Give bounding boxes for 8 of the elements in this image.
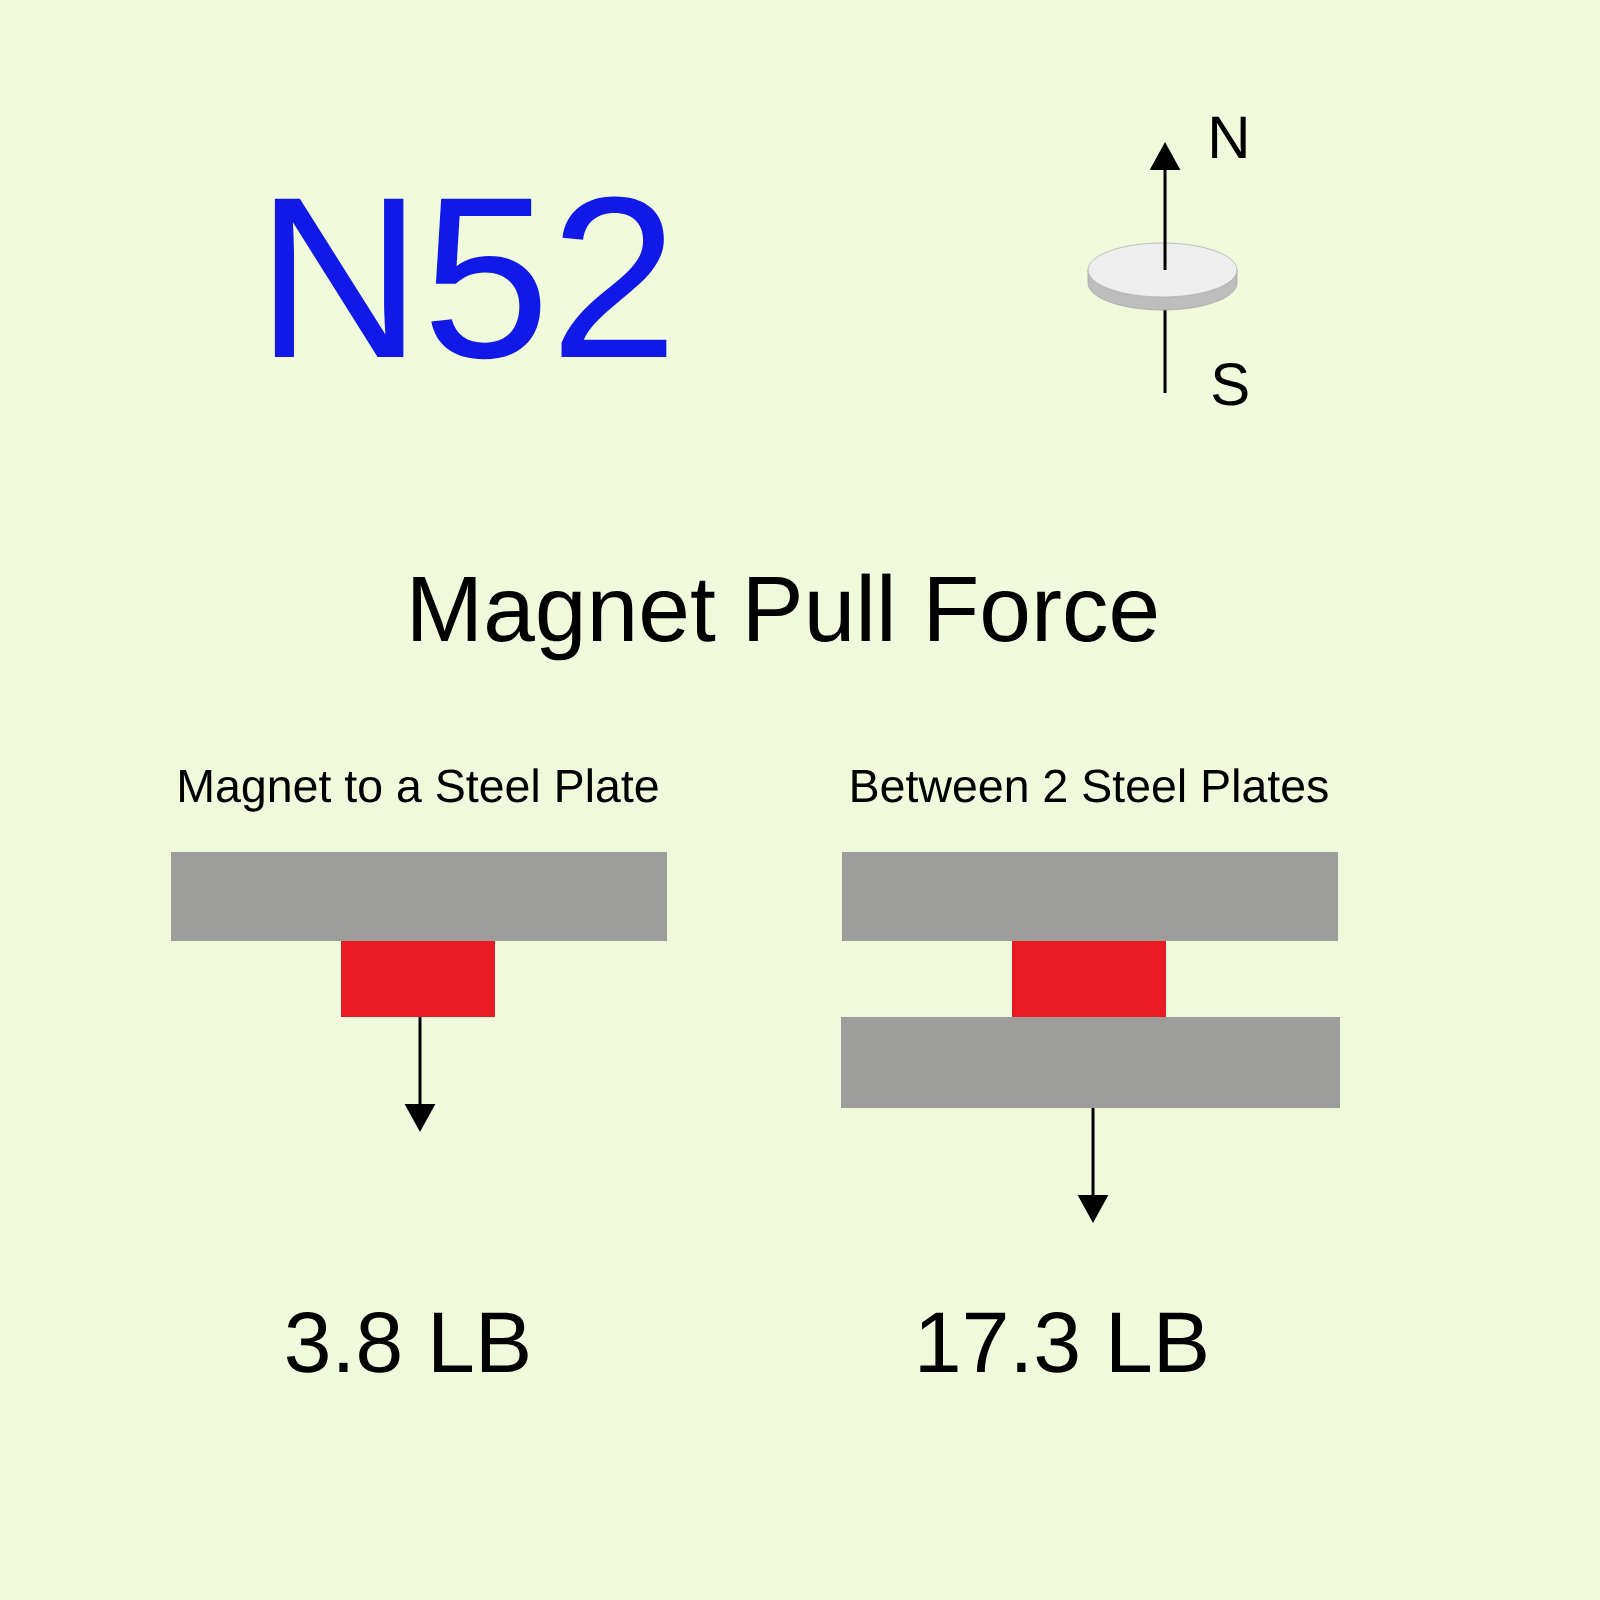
pole-label: N (1212, 116, 1246, 158)
pole-label: S (1212, 363, 1248, 406)
panel-heading: Between 2 Steel Plates (852, 768, 1328, 803)
force-value: 17.3 LB (920, 1311, 1206, 1373)
grade-label: N52 (274, 196, 667, 360)
force-value: 3.8 LB (286, 1311, 528, 1373)
title: Magnet Pull Force (413, 573, 1157, 661)
panel-heading: Magnet to a Steel Plate (180, 768, 658, 812)
